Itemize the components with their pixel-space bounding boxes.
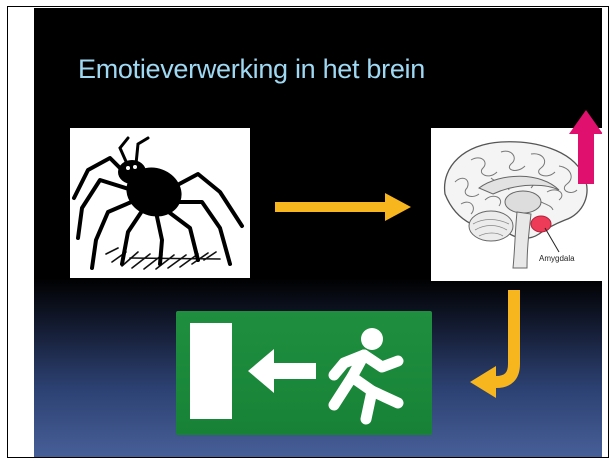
brain-icon (443, 141, 588, 269)
exit-sign-image (176, 311, 432, 435)
amygdala-label: Amygdala (539, 254, 575, 263)
brain-image (431, 128, 602, 281)
spider-image (70, 128, 250, 278)
spider-icon (72, 136, 244, 270)
arrow-curve-down-left-icon (470, 290, 520, 398)
arrow-right-icon (275, 193, 411, 221)
slide-title: Emotieverwerking in het brein (78, 54, 425, 84)
emergency-exit-icon (190, 323, 404, 425)
arrow-up-icon (569, 110, 602, 184)
slide: Emotieverwerking in het brein (34, 8, 602, 457)
